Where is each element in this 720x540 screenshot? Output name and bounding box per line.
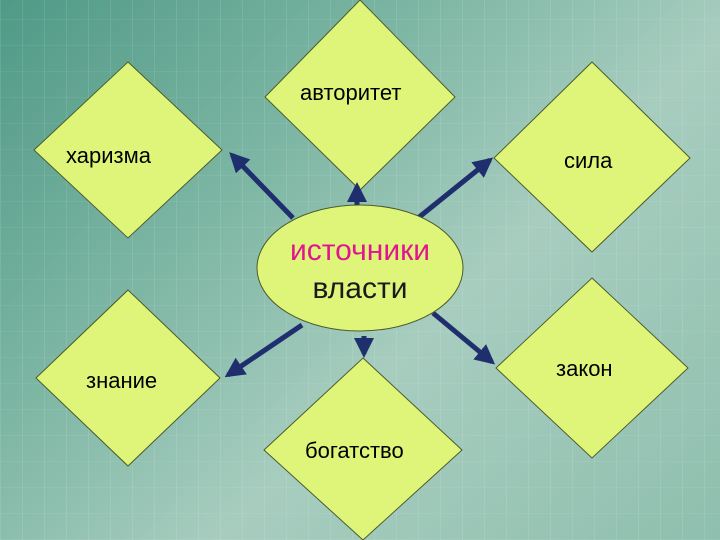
label-wealth: богатство xyxy=(305,438,404,463)
arrow-to-charisma xyxy=(229,152,295,220)
center-label-line2: власти xyxy=(312,272,408,305)
arrow-to-force xyxy=(416,157,494,220)
center-ellipse xyxy=(256,204,464,332)
arrow-to-law xyxy=(431,311,496,365)
diamond-force xyxy=(493,61,691,253)
label-law: закон xyxy=(556,356,613,381)
diamond-wealth xyxy=(263,357,463,540)
label-charisma: харизма xyxy=(66,143,151,168)
center-label-line1: источники xyxy=(289,234,431,267)
arrow-to-knowledge xyxy=(224,322,304,378)
center-label: источники власти xyxy=(257,232,463,308)
diamond-knowledge xyxy=(35,289,221,467)
diamond-law xyxy=(495,277,689,459)
label-authority: авторитет xyxy=(300,80,402,105)
label-knowledge: знание xyxy=(86,368,158,393)
diamond-charisma xyxy=(33,61,223,239)
label-force: сила xyxy=(564,148,613,173)
